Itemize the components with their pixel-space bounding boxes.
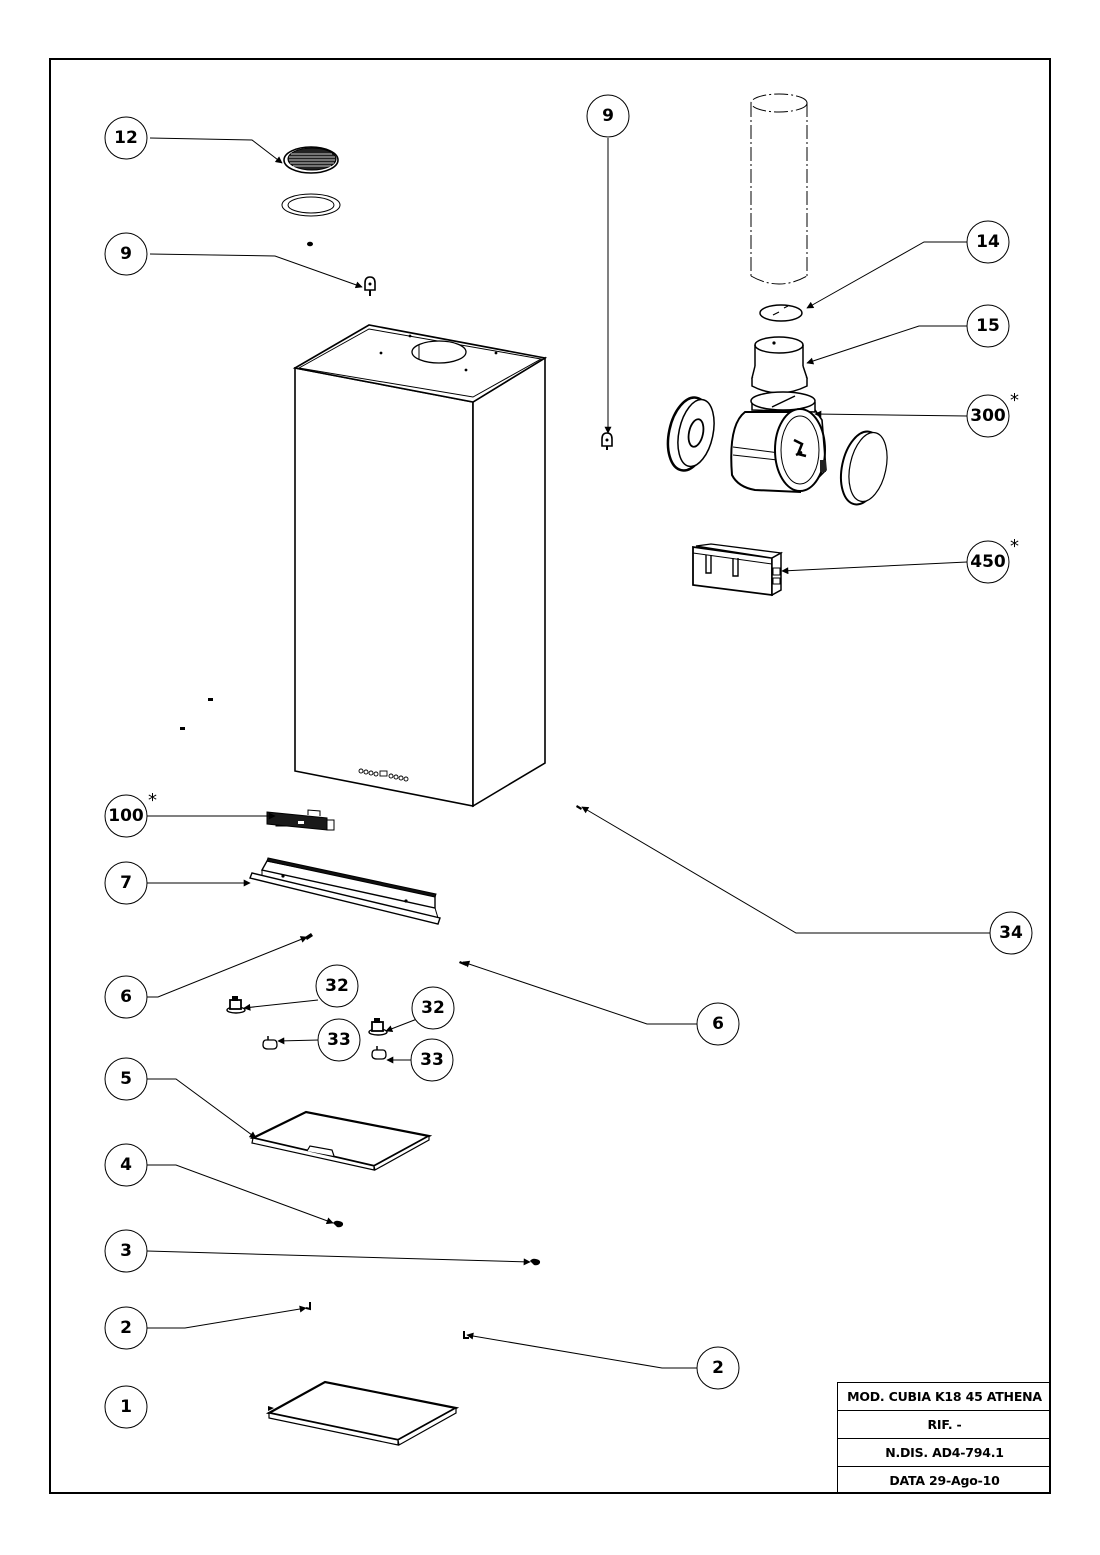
callout-label: 6 (712, 1014, 724, 1034)
part-control-box (692, 543, 784, 597)
callout-9: 9 (104, 232, 148, 276)
drawing-frame (49, 58, 1051, 1494)
part-grille (283, 146, 339, 174)
callout-12: 12 (104, 116, 148, 160)
part-grease-filter (249, 1110, 433, 1171)
part-control-board (266, 809, 335, 831)
callout-label: 12 (114, 128, 138, 148)
part-hinge-pin (463, 1331, 469, 1339)
callout-32: 32 (315, 964, 359, 1008)
title-block-model: MOD. CUBIA K18 45 ATHENA (838, 1383, 1051, 1411)
part-lamp-holder (368, 1018, 388, 1036)
callout-100: 100* (104, 790, 157, 838)
callout-label: 9 (602, 106, 614, 126)
part-screw (459, 961, 467, 966)
callout-label: 32 (325, 976, 349, 996)
callout-label: 34 (999, 923, 1023, 943)
part-screw (208, 698, 213, 701)
callout-label: 7 (120, 873, 132, 893)
spare-part-asterisk: * (148, 790, 157, 811)
spare-part-asterisk: * (1010, 536, 1019, 557)
callout-label: 300 (970, 406, 1006, 426)
title-block-date: DATA 29-Ago-10 (889, 1473, 1000, 1488)
callout-label: 9 (120, 244, 132, 264)
part-carbon-filter (666, 396, 715, 472)
part-clip (601, 432, 613, 450)
title-block-drawing-number: N.DIS. AD4-794.1 (838, 1439, 1051, 1467)
part-latch (530, 1258, 541, 1266)
part-lamp (262, 1036, 278, 1050)
callout-label: 450 (970, 552, 1006, 572)
part-screw (180, 727, 185, 730)
part-hinge-pin (305, 1302, 311, 1311)
callout-32: 32 (411, 986, 455, 1030)
part-valve (759, 304, 803, 322)
callout-label: 33 (420, 1050, 444, 1070)
part-lamp (371, 1046, 387, 1060)
callout-2: 2 (696, 1346, 740, 1390)
callout-450: 450* (966, 536, 1019, 584)
callout-label: 100 (108, 806, 144, 826)
callout-33: 33 (317, 1018, 361, 1062)
callout-label: 33 (327, 1030, 351, 1050)
part-hood-body (292, 324, 548, 808)
part-clip (364, 276, 376, 296)
callout-33: 33 (410, 1038, 454, 1082)
part-screw (305, 933, 313, 940)
title-block: MOD. CUBIA K18 45 ATHENA RIF. - N.DIS. A… (837, 1382, 1051, 1494)
callout-300: 300* (966, 390, 1019, 438)
part-duct (750, 93, 808, 285)
spare-part-asterisk: * (1010, 390, 1019, 411)
callout-1: 1 (104, 1385, 148, 1429)
callout-6: 6 (104, 975, 148, 1019)
callout-label: 3 (120, 1241, 132, 1261)
part-collar (751, 336, 808, 394)
callout-4: 4 (104, 1143, 148, 1187)
part-motor (730, 391, 827, 494)
callout-label: 4 (120, 1155, 132, 1175)
callout-34: 34 (989, 911, 1033, 955)
part-ring (281, 193, 341, 217)
part-handle (333, 1220, 344, 1228)
callout-7: 7 (104, 861, 148, 905)
callout-label: 6 (120, 987, 132, 1007)
callout-6: 6 (696, 1002, 740, 1046)
callout-label: 1 (120, 1397, 132, 1417)
callout-label: 2 (712, 1358, 724, 1378)
leader-lines (146, 137, 990, 1369)
part-lamp-holder (226, 996, 246, 1014)
callout-9: 9 (586, 94, 630, 138)
callout-label: 14 (976, 232, 1000, 252)
callout-label: 32 (421, 998, 445, 1018)
part-bottom-panel (265, 1380, 460, 1446)
callout-label: 15 (976, 316, 1000, 336)
callout-2: 2 (104, 1306, 148, 1350)
part-nut (307, 241, 313, 247)
callout-5: 5 (104, 1057, 148, 1101)
callout-label: 5 (120, 1069, 132, 1089)
part-bracket (249, 857, 441, 925)
callout-14: 14 (966, 220, 1010, 264)
callout-label: 2 (120, 1318, 132, 1338)
callout-15: 15 (966, 304, 1010, 348)
title-block-reference: RIF. - (838, 1411, 1051, 1439)
part-carbon-filter (839, 430, 888, 506)
part-screw (576, 805, 582, 810)
callout-3: 3 (104, 1229, 148, 1273)
